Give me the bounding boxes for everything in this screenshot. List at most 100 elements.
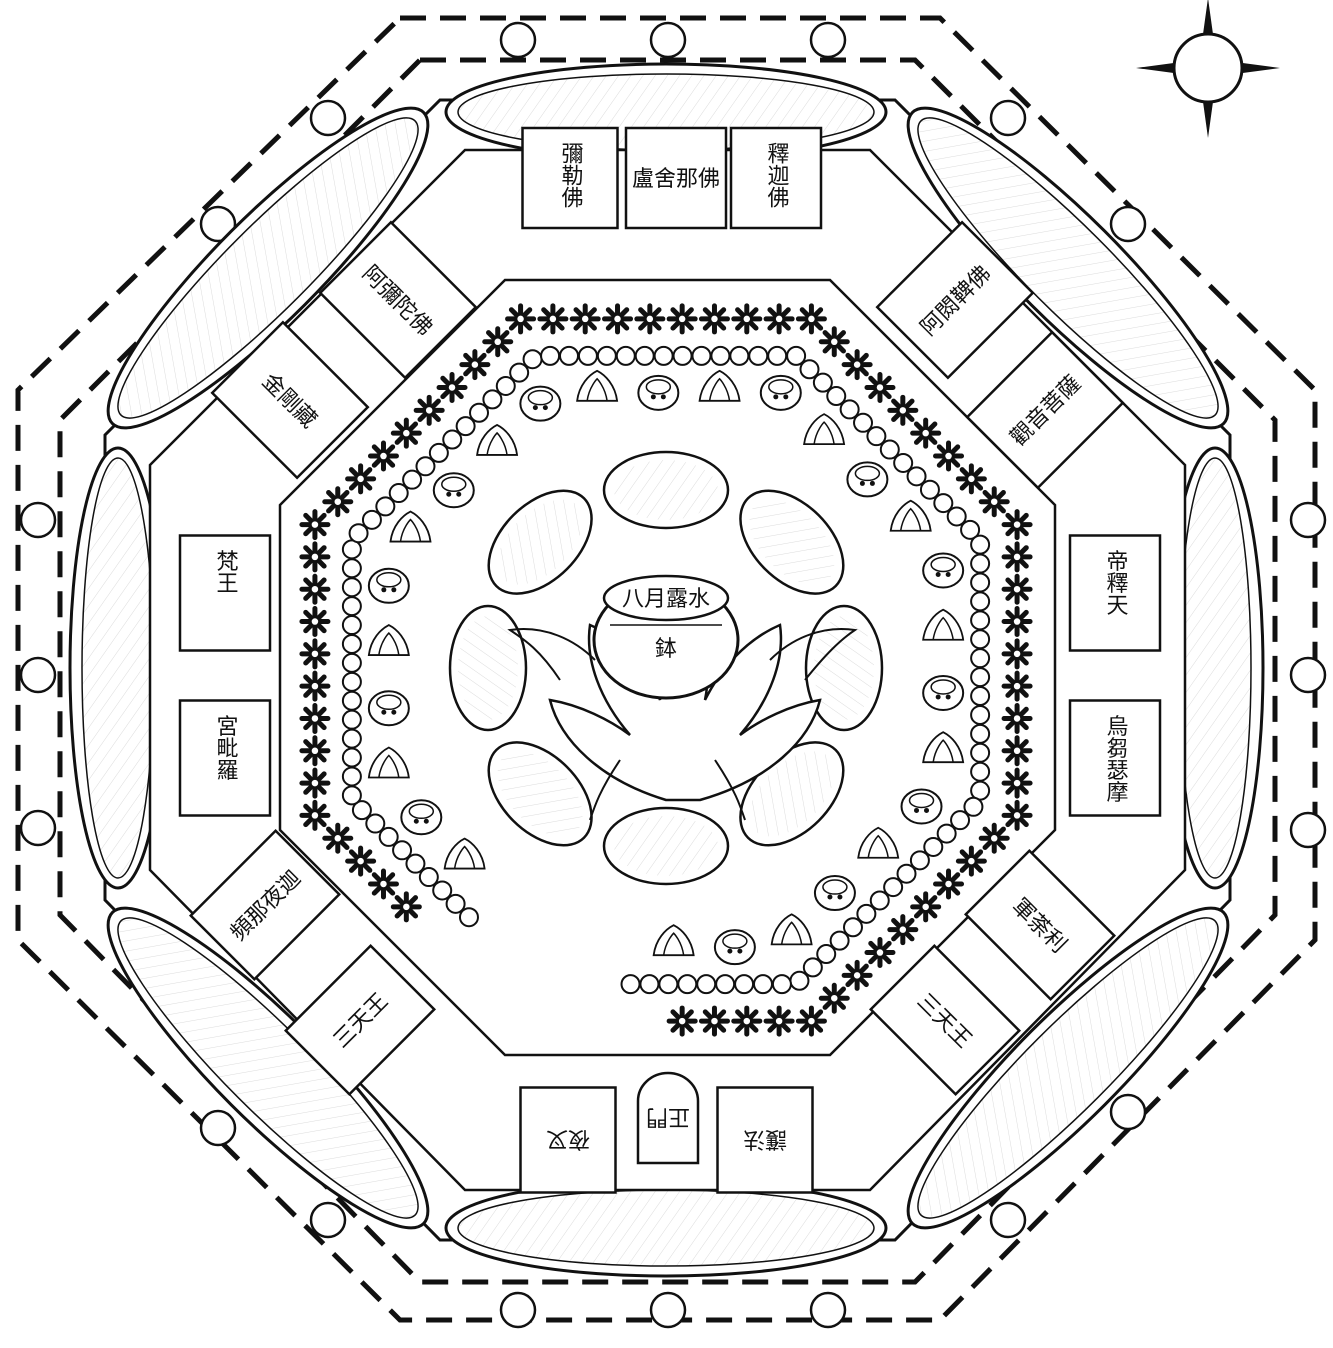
bead xyxy=(350,524,368,542)
flower-icon xyxy=(766,1008,792,1034)
bead xyxy=(430,444,448,462)
bead xyxy=(787,347,805,365)
bead xyxy=(831,932,849,950)
flower-icon xyxy=(302,738,328,764)
bead xyxy=(343,578,361,596)
bead xyxy=(443,431,461,449)
bead xyxy=(908,467,926,485)
flower-icon xyxy=(1004,673,1030,699)
bead xyxy=(343,559,361,577)
bead xyxy=(971,725,989,743)
bead xyxy=(380,828,398,846)
bead xyxy=(948,507,966,525)
bowl-label-bottom: 鉢 xyxy=(655,637,677,662)
bead xyxy=(390,484,408,502)
bead xyxy=(971,649,989,667)
bead xyxy=(971,763,989,781)
bead xyxy=(393,841,411,859)
marker-circle xyxy=(991,1203,1025,1237)
bead xyxy=(971,706,989,724)
bead xyxy=(754,975,772,993)
flower-icon xyxy=(302,705,328,731)
bead xyxy=(857,905,875,923)
flower-icon xyxy=(734,1008,760,1034)
flower-icon xyxy=(913,420,939,446)
marker-circle xyxy=(501,23,535,57)
plaque-guardian-left: 夜叉 xyxy=(521,1088,616,1193)
plaque-shakyamuni: 釋迦佛 xyxy=(731,128,821,228)
incense-burner-icon xyxy=(902,789,942,823)
bead xyxy=(844,918,862,936)
bead xyxy=(510,364,528,382)
flower-icon xyxy=(439,374,465,400)
plaque-label: 釋迦佛 xyxy=(764,142,790,208)
incense-burner-icon xyxy=(847,462,887,496)
flower-icon xyxy=(669,1008,695,1034)
bead xyxy=(971,668,989,686)
bead xyxy=(343,749,361,767)
bead xyxy=(640,975,658,993)
plaque-indra: 帝釋天 xyxy=(1070,536,1160,651)
flower-icon xyxy=(1004,738,1030,764)
marker-circle xyxy=(311,101,345,135)
bead xyxy=(470,404,488,422)
marker-circle xyxy=(651,1293,685,1327)
bead xyxy=(343,654,361,672)
flower-icon xyxy=(913,894,939,920)
bead xyxy=(376,497,394,515)
flower-icon xyxy=(637,306,663,332)
plaque-guardian-right: 護法 xyxy=(718,1088,813,1193)
bead xyxy=(964,798,982,816)
bead xyxy=(678,975,696,993)
flower-icon xyxy=(798,1008,824,1034)
compass-rose-icon xyxy=(1136,0,1280,138)
bead xyxy=(343,730,361,748)
flower-icon xyxy=(485,329,511,355)
flower-icon xyxy=(302,641,328,667)
bowl-label-top: 八月露水 xyxy=(622,587,710,612)
bead xyxy=(497,377,515,395)
plaque-main-gate: 正門 xyxy=(638,1073,698,1163)
flower-icon xyxy=(1004,802,1030,828)
flower-icon xyxy=(844,962,870,988)
marker-circle xyxy=(991,101,1025,135)
bead xyxy=(711,347,729,365)
flower-icon xyxy=(936,443,962,469)
marker-circle xyxy=(201,1111,235,1145)
incense-burner-icon xyxy=(715,930,755,964)
flower-icon xyxy=(416,397,442,423)
bead xyxy=(730,347,748,365)
flower-icon xyxy=(302,802,328,828)
bead xyxy=(871,891,889,909)
flower-icon xyxy=(1004,770,1030,796)
bead xyxy=(674,347,692,365)
bead xyxy=(416,457,434,475)
bead xyxy=(971,744,989,762)
flower-icon xyxy=(669,306,695,332)
flower-icon xyxy=(572,306,598,332)
incense-burner-icon xyxy=(923,676,963,710)
bead xyxy=(735,975,753,993)
bead xyxy=(804,958,822,976)
inner-mirror xyxy=(450,606,526,730)
marker-circle xyxy=(311,1203,345,1237)
inner-mirror xyxy=(604,452,728,528)
flower-icon xyxy=(1004,609,1030,635)
flower-icon xyxy=(540,306,566,332)
marker-circle xyxy=(1291,503,1325,537)
plaque-label: 帝釋天 xyxy=(1103,550,1129,616)
flower-icon xyxy=(302,609,328,635)
bead xyxy=(884,878,902,896)
flower-icon xyxy=(798,306,824,332)
bead xyxy=(854,414,872,432)
incense-burner-icon xyxy=(761,376,801,410)
bead xyxy=(433,881,451,899)
incense-burner-icon xyxy=(520,387,560,421)
bead xyxy=(524,350,542,368)
flower-icon xyxy=(821,329,847,355)
bead xyxy=(971,536,989,554)
flower-icon xyxy=(370,871,396,897)
bead xyxy=(790,972,808,990)
plaque-label: 護法 xyxy=(743,1126,787,1151)
bead xyxy=(773,975,791,993)
